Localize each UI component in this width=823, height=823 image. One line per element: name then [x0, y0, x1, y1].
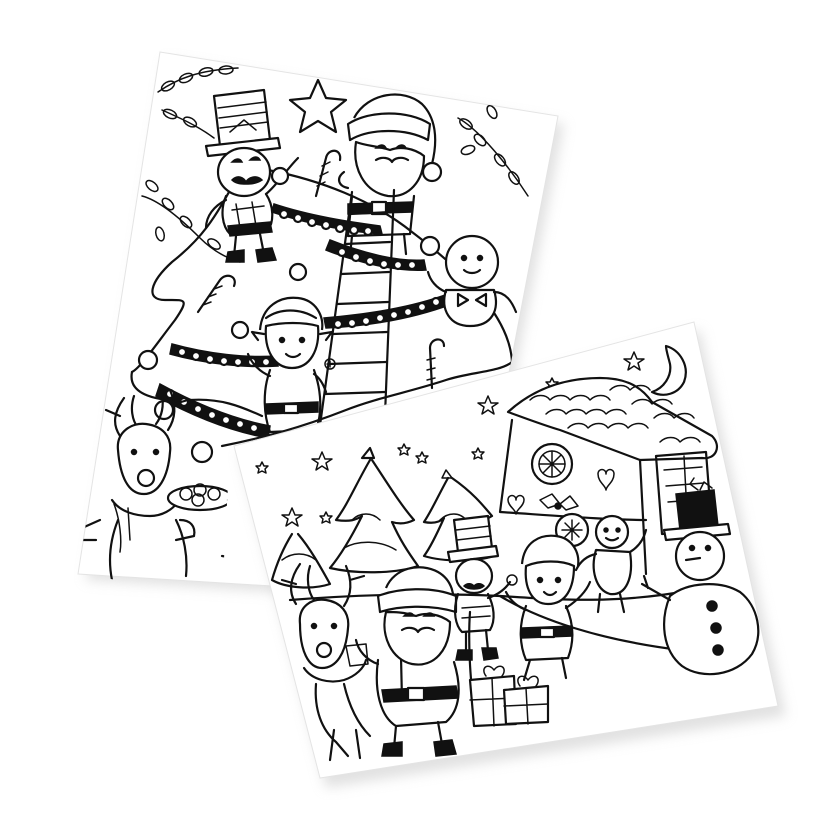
- nutcracker-icon: [446, 514, 518, 661]
- reindeer-icon: [80, 388, 190, 582]
- back-sheet-artwork: [80, 65, 529, 582]
- candy-cane-icon: [196, 274, 236, 314]
- gift-icon: [468, 665, 550, 728]
- nutcracker-icon: [204, 88, 300, 263]
- gingerbread-icon: [426, 234, 518, 328]
- gingerbread-icon: [574, 514, 648, 614]
- santa-icon: [338, 93, 443, 258]
- front-sheet-artwork: [255, 344, 760, 762]
- front-sheet: [233, 321, 786, 788]
- tree-outline: [130, 168, 514, 448]
- elf-icon: [246, 296, 336, 434]
- star-icon: [288, 78, 348, 134]
- candy-cane-icon: [314, 149, 342, 198]
- holly-icon: [539, 493, 579, 511]
- snowman-icon: [640, 477, 760, 676]
- string-lights-icon: [457, 104, 529, 197]
- star-icon: [255, 351, 645, 527]
- santa-icon: [345, 566, 460, 757]
- moon-icon: [650, 344, 687, 396]
- reindeer-icon: [280, 562, 372, 762]
- garland-icon: [155, 203, 453, 439]
- gingerbread-house-icon: [498, 376, 719, 576]
- candy-cane-icon: [428, 338, 446, 390]
- elf-icon: [504, 534, 592, 682]
- bauble-icon: [137, 166, 441, 464]
